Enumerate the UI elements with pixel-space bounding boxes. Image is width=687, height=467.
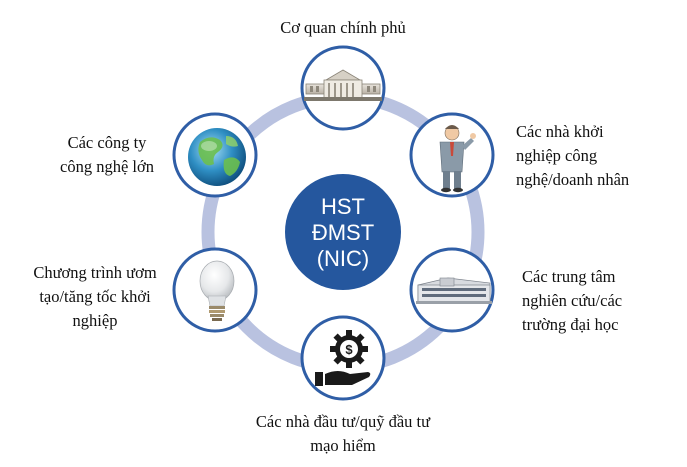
node-investors: $	[300, 315, 386, 401]
university-building-icon	[416, 277, 492, 304]
node-label-line: công nghệ lớn	[60, 157, 154, 176]
node-tech-companies	[172, 112, 258, 198]
node-label-line: mạo hiểm	[310, 436, 376, 455]
government-building-icon	[304, 69, 382, 101]
label-research: Các trung tâm nghiên cứu/các trường đại họ…	[522, 265, 682, 337]
hub-label-line: HST	[321, 194, 365, 219]
node-label-line: nghệ/doanh nhân	[516, 170, 630, 189]
label-government: Cơ quan chính phủ	[243, 16, 443, 40]
businessman-icon	[439, 125, 476, 193]
node-label-line: tạo/tăng tốc khởi	[39, 287, 151, 306]
node-label-line: Các nhà đầu tư/quỹ đầu tư	[255, 412, 431, 431]
hub-circle	[285, 174, 401, 290]
node-incubators	[172, 247, 258, 333]
node-research	[409, 247, 495, 333]
globe-icon	[188, 128, 246, 186]
label-startups: Các nhà khởi nghiệp công nghệ/doanh nhân	[516, 120, 681, 192]
label-tech-companies: Các công ty công nghệ lớn	[52, 131, 162, 179]
node-label-line: nghiệp công	[516, 146, 598, 165]
node-label-line: Cơ quan chính phủ	[280, 18, 406, 37]
svg-text:$: $	[345, 342, 353, 357]
label-investors: Các nhà đầu tư/quỹ đầu tư mạo hiểm	[213, 410, 473, 458]
label-incubators: Chương trình ươm tạo/tăng tốc khởi nghiệp	[20, 261, 170, 333]
node-label-line: Các công ty	[67, 133, 147, 152]
node-label-line: Chương trình ươm	[33, 263, 157, 282]
node-label-line: nghiên cứu/các	[522, 291, 623, 310]
node-label-line: Các trung tâm	[522, 267, 616, 286]
light-bulb-icon	[199, 260, 235, 321]
investment-gear-hand-icon: $	[315, 330, 371, 386]
node-government	[300, 45, 386, 131]
node-startups	[409, 112, 495, 198]
hub-label-line: ĐMST	[311, 220, 375, 245]
node-label-line: trường đại học	[522, 315, 619, 334]
node-label-line: nghiệp	[72, 311, 118, 330]
hub-label-line: (NIC)	[316, 246, 370, 271]
node-label-line: Các nhà khởi	[516, 122, 604, 141]
